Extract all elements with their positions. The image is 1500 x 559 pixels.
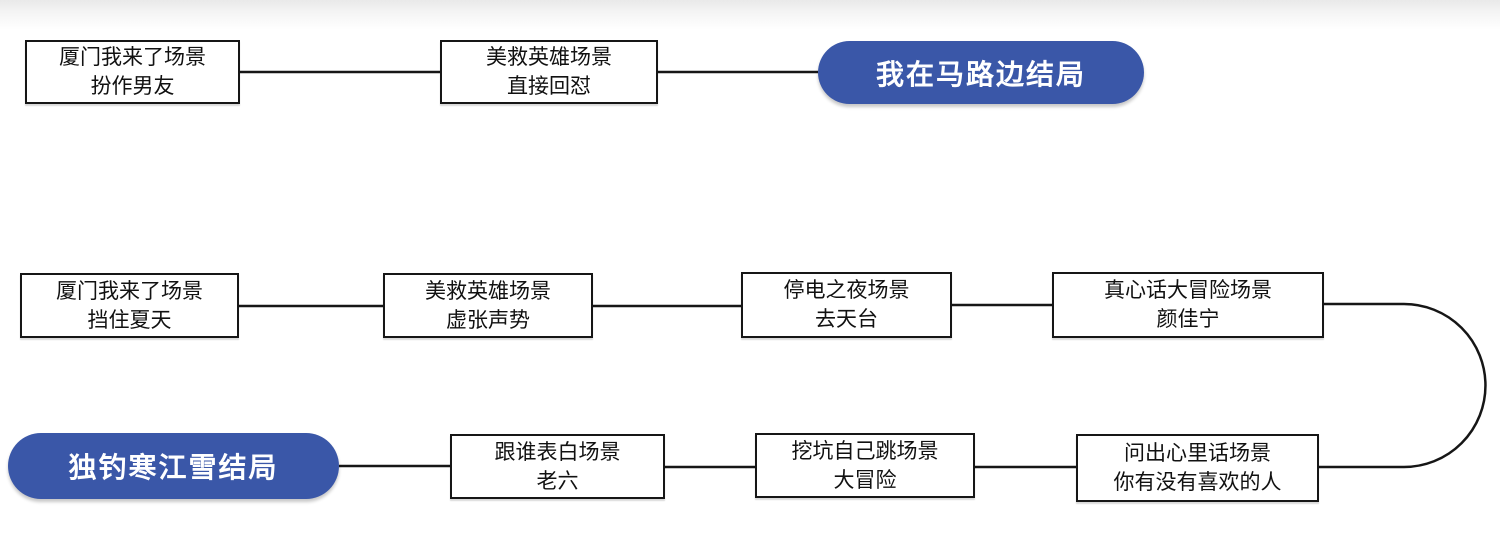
scene-node-wenchu-xihuan[interactable]: 问出心里话场景 你有没有喜欢的人 bbox=[1076, 434, 1319, 502]
scene-node-genshui-laoliu[interactable]: 跟谁表白场景 老六 bbox=[450, 434, 665, 499]
scene-title: 问出心里话场景 bbox=[1124, 441, 1271, 466]
scene-choice: 挡住夏天 bbox=[87, 307, 172, 332]
scene-choice: 直接回怼 bbox=[507, 74, 591, 98]
scene-choice: 去天台 bbox=[815, 307, 878, 331]
scene-choice: 你有没有喜欢的人 bbox=[1113, 470, 1282, 494]
scene-choice: 虚张声势 bbox=[446, 307, 530, 332]
scene-title: 美救英雄场景 bbox=[425, 278, 551, 303]
scene-title: 厦门我来了场景 bbox=[56, 278, 203, 303]
scene-title: 真心话大冒险场景 bbox=[1104, 278, 1272, 303]
scene-node-wakeng-damaoxian[interactable]: 挖坑自己跳场景 大冒险 bbox=[755, 433, 975, 498]
scene-node-zhenxinhua-yanjianing[interactable]: 真心话大冒险场景 颜佳宁 bbox=[1052, 272, 1324, 338]
scene-node-tingdian-tiantai[interactable]: 停电之夜场景 去天台 bbox=[741, 272, 952, 338]
ending-label: 我在马路边结局 bbox=[875, 57, 1086, 91]
scene-title: 挖坑自己跳场景 bbox=[791, 438, 939, 463]
scene-choice: 颜佳宁 bbox=[1156, 307, 1220, 331]
scene-title: 停电之夜场景 bbox=[783, 278, 910, 303]
scene-node-meijiu-xuzhang[interactable]: 美救英雄场景 虚张声势 bbox=[383, 273, 593, 338]
scene-choice: 老六 bbox=[536, 468, 579, 493]
scene-title: 跟谁表白场景 bbox=[494, 439, 621, 464]
ending-node-dudiaohanjiangxue[interactable]: 独钓寒江雪结局 bbox=[8, 433, 339, 499]
scene-node-xiamen-dangzhu[interactable]: 厦门我来了场景 挡住夏天 bbox=[20, 273, 239, 338]
scene-choice: 大冒险 bbox=[833, 467, 897, 492]
ending-node-malubian[interactable]: 我在马路边结局 bbox=[818, 41, 1144, 104]
scene-node-meijiu-huida[interactable]: 美救英雄场景 直接回怼 bbox=[440, 40, 658, 104]
scene-title: 厦门我来了场景 bbox=[59, 45, 206, 70]
ending-label: 独钓寒江雪结局 bbox=[68, 451, 279, 484]
scene-choice: 扮作男友 bbox=[90, 74, 175, 98]
connector-path bbox=[239, 70, 1487, 469]
scene-node-xiamen-banzuo[interactable]: 厦门我来了场景 扮作男友 bbox=[25, 40, 240, 104]
scene-title: 美救英雄场景 bbox=[486, 45, 612, 70]
